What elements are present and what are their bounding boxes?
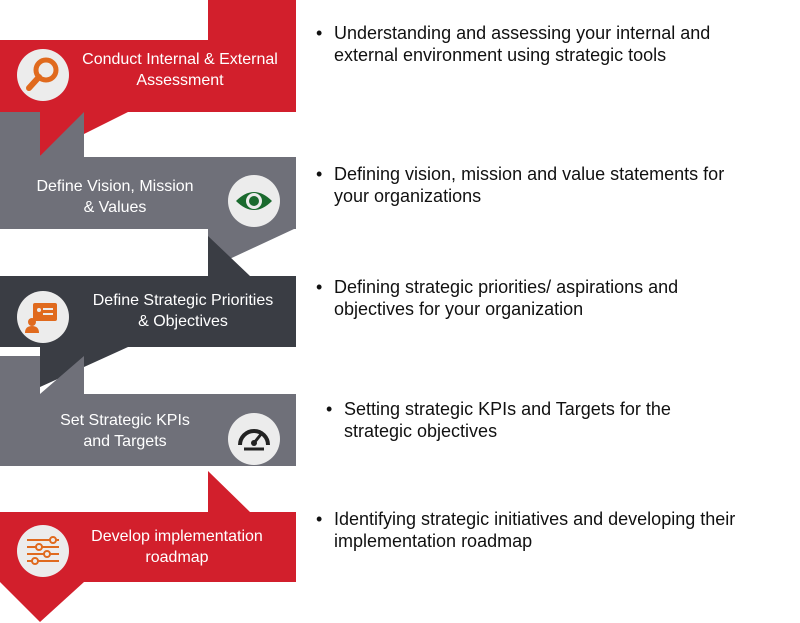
step-5-description-text: Identifying strategic initiatives and de… [334, 509, 736, 551]
step-2-label: Define Vision, Mission & Values [36, 178, 194, 216]
step-4-description: • Setting strategic KPIs and Targets for… [326, 398, 671, 442]
step-5-description: • Identifying strategic initiatives and … [316, 508, 735, 552]
step-5-icon-circle [17, 525, 69, 577]
step-3-description: • Defining strategic priorities/ aspirat… [316, 276, 678, 320]
step-1-icon-circle [17, 49, 69, 101]
step-4-icon-circle [228, 413, 280, 465]
step-1-label: Conduct Internal & External Assessment [82, 51, 278, 89]
step-2-description: • Defining vision, mission and value sta… [316, 163, 724, 207]
step-5-label: Develop implementation roadmap [91, 528, 263, 566]
step-1-description: • Understanding and assessing your inter… [316, 22, 710, 66]
step-3-label: Define Strategic Priorities & Objectives [92, 292, 274, 330]
step-3-description-text: Defining strategic priorities/ aspiratio… [334, 277, 679, 319]
step-4-label: Set Strategic KPIs and Targets [60, 412, 190, 450]
step-5-arrow [0, 471, 296, 622]
magnifier-icon [26, 57, 59, 91]
step-3-icon-circle [17, 291, 69, 343]
sliders-icon [27, 536, 59, 565]
gauge-icon [238, 429, 270, 451]
bullet: • [316, 164, 323, 184]
bullet: • [316, 509, 323, 529]
step-3-arrow [0, 236, 296, 387]
step-1-arrow [0, 0, 296, 156]
bullet: • [316, 23, 323, 43]
step-2-arrow [0, 112, 296, 269]
bullet: • [326, 399, 333, 419]
step-2-description-text: Defining vision, mission and value state… [334, 164, 725, 206]
bullet: • [316, 277, 323, 297]
step-4-arrow [0, 356, 296, 506]
step-4-description-text: Setting strategic KPIs and Targets for t… [344, 399, 671, 441]
eye-icon [236, 192, 272, 210]
step-2-icon-circle [228, 175, 280, 227]
presentation-icon [25, 303, 57, 333]
step-1-description-text: Understanding and assessing your interna… [334, 23, 711, 65]
